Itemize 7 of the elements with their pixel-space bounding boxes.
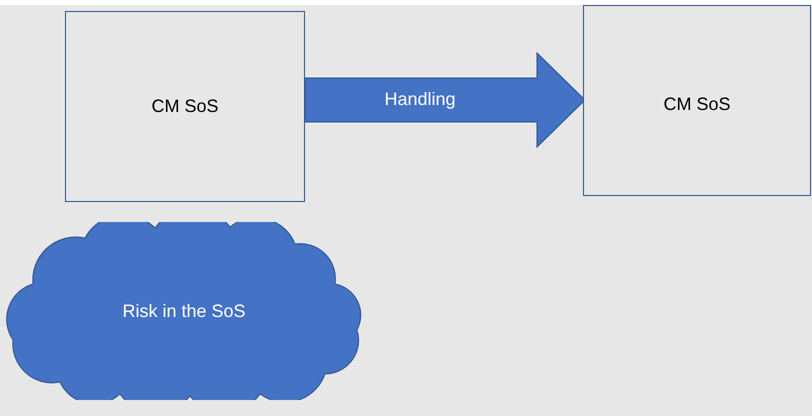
block-arrow bbox=[304, 52, 586, 148]
node-label: CM SoS bbox=[663, 93, 731, 116]
node-label: Risk in the SoS bbox=[122, 300, 246, 322]
edge-label: Handling bbox=[384, 90, 456, 108]
process-box bbox=[583, 5, 811, 196]
process-box bbox=[65, 11, 305, 202]
node-label: CM SoS bbox=[151, 95, 219, 118]
